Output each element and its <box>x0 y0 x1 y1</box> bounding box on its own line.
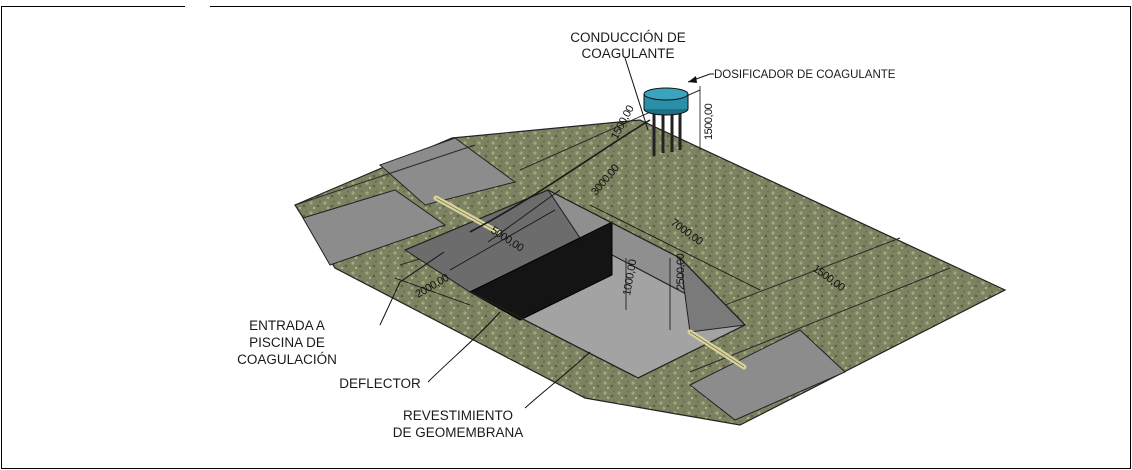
dim-2500: 2500,00 <box>675 253 687 290</box>
label-entrada-line2: PISCINA DE <box>249 335 325 350</box>
coagulant-conduction-line <box>469 119 651 233</box>
label-revestimiento-line2: DE GEOMEMBRANA <box>393 425 524 440</box>
label-conduccion-line1: CONDUCCIÓN DE <box>570 30 686 45</box>
label-dosificador: DOSIFICADOR DE COAGULANTE <box>714 69 896 81</box>
ground-strip-line <box>294 144 476 206</box>
label-entrada-line1: ENTRADA A <box>249 318 325 333</box>
label-entrada-line3: COAGULACIÓN <box>237 352 337 367</box>
dim-line-5000 <box>449 209 556 271</box>
leader-entrada <box>379 251 445 326</box>
pool-rim <box>404 189 747 379</box>
outlet-pipe-right-outline <box>689 331 745 368</box>
dim-line-2000 <box>394 277 471 306</box>
left-cut-area-top <box>379 137 517 206</box>
dim-1500-tank: 1500,00 <box>703 103 715 140</box>
label-conduccion-line2: COAGULANTE <box>581 46 674 61</box>
leader-deflector <box>427 311 501 383</box>
label-deflector: DEFLECTOR <box>339 376 421 391</box>
left-cut-area-bottom <box>302 189 447 266</box>
leader-revestimiento <box>524 351 591 409</box>
ground-strip-line <box>689 267 951 373</box>
frame-border <box>1 6 1131 469</box>
dim-line-7000 <box>589 204 761 291</box>
coagulant-drop-line <box>487 189 561 243</box>
leader-dosificador-arrow <box>688 76 697 83</box>
label-revestimiento-line1: REVESTIMIENTO <box>403 408 513 423</box>
right-bottom-cut <box>689 329 846 421</box>
coagulant-dosifier-tank <box>643 87 689 156</box>
deflector <box>468 221 613 321</box>
leader-conduccion <box>624 57 649 131</box>
inlet-pipe-left-outline <box>435 197 499 233</box>
